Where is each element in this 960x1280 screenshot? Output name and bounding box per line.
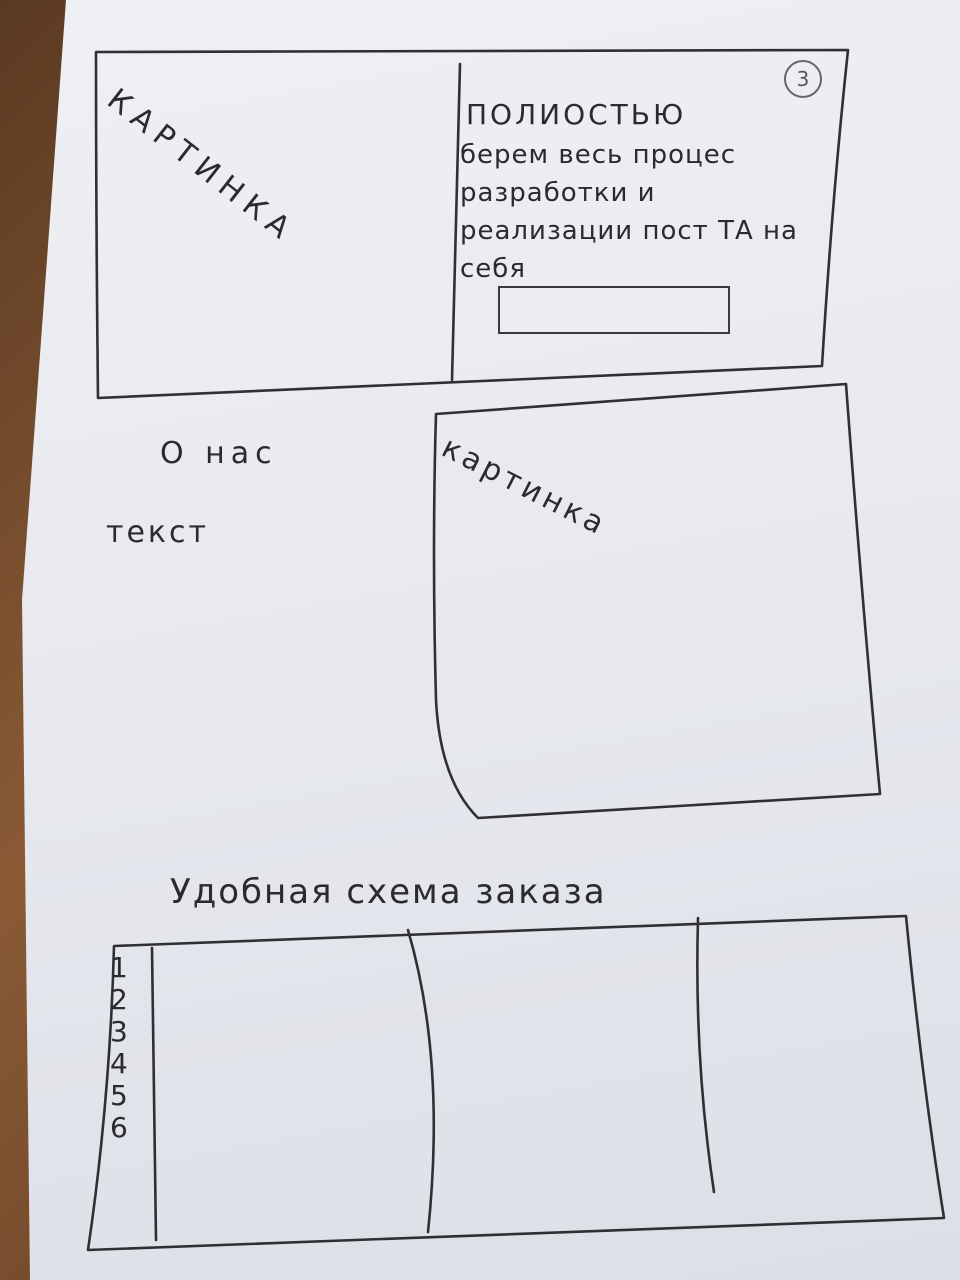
hero-cta-button[interactable]: [498, 286, 730, 334]
order-step: 3: [110, 1015, 128, 1048]
order-steps-list: 1 2 3 4 5 6: [110, 952, 150, 1144]
order-scheme-title: Удобная схема заказа: [170, 872, 607, 912]
hero-title: ПОЛИОСТЬЮ: [466, 98, 687, 131]
about-text: текст: [106, 515, 210, 550]
about-title: О нас: [160, 436, 278, 471]
order-step: 6: [110, 1111, 128, 1144]
scheme-column-1: [150, 946, 158, 1242]
scheme-column-2: [406, 928, 436, 1234]
hero-divider: [450, 62, 462, 382]
hero-description: берем весь процес разработки и реализаци…: [460, 140, 798, 284]
about-image-frame: [432, 382, 882, 820]
scheme-table-frame: [86, 914, 946, 1252]
scheme-column-3: [696, 916, 716, 1194]
order-step: 2: [110, 983, 128, 1016]
hero-page-number-badge: 3: [784, 60, 822, 98]
hero-frame: [94, 48, 850, 400]
order-step: 5: [110, 1079, 128, 1112]
order-step: 1: [110, 951, 128, 984]
order-step: 4: [110, 1047, 128, 1080]
